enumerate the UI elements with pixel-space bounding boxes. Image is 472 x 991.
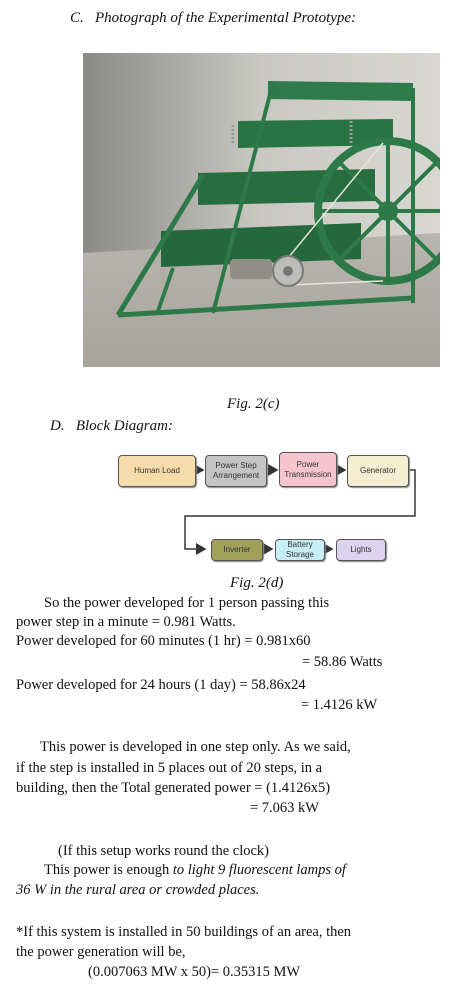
figure-caption-2c: Fig. 2(c) [227,396,280,412]
block-inverter: Inverter [211,539,263,561]
paragraph-2-line-1: Power developed for 60 minutes (1 hr) = … [16,633,311,649]
block-power-transmission: Power Transmission [279,452,337,487]
paragraph-4-line-4: = 7.063 kW [250,800,319,816]
section-d-heading: D. Block Diagram: [50,417,173,435]
section-d-label: D. [50,418,65,434]
block-diagram-connectors [184,464,416,555]
paragraph-3-line-1: Power developed for 24 hours (1 day) = 5… [16,677,306,693]
paragraph-1-line-1: So the power developed for 1 person pass… [44,595,330,611]
paragraph-5-line-1: (If this setup works round the clock) [58,843,270,859]
section-d-title: Block Diagram: [75,418,173,434]
section-c-title: Photograph of the Experimental Prototype… [95,10,357,26]
block-battery-storage: Battery Storage [275,539,325,561]
section-c-heading: C. Photograph of the Experimental Protot… [70,9,356,27]
paragraph-4-line-1: This power is developed in one step only… [40,739,351,755]
paragraph-4-line-3: building, then the Total generated power… [16,780,331,796]
paragraph-5-line-2: This power is enough to light 9 fluoresc… [44,862,346,879]
block-generator: Generator [347,455,409,487]
paragraph-6-line-3: (0.007063 MW x 50)= 0.35315 MW [88,964,301,980]
paragraph-6-line-2: the power generation will be, [16,944,186,960]
paragraph-3-line-2: = 1.4126 kW [301,697,378,713]
paragraph-4-line-2: if the step is installed in 5 places out… [16,760,323,776]
block-human-load: Human Load [118,455,196,487]
block-lights: Lights [336,539,386,561]
paragraph-5-line-3: 36 W in the rural area or crowded places… [16,882,260,898]
block-power-step-arrangement: Power Step Arrangement [205,455,267,487]
figure-caption-2d: Fig. 2(d) [230,575,284,591]
prototype-photo-drawing [83,53,440,367]
paragraph-6-line-1: *If this system is installed in 50 build… [16,924,352,940]
section-c-label: C. [70,10,84,26]
paragraph-1-line-2: power step in a minute = 0.981 Watts. [16,614,236,630]
paragraph-5-line-2-italic: to light 9 fluorescent lamps of [172,862,346,878]
prototype-photograph [83,53,440,367]
paragraph-2-line-2: = 58.86 Watts [302,654,383,670]
paragraph-5-line-2-plain: This power is enough [44,862,173,878]
